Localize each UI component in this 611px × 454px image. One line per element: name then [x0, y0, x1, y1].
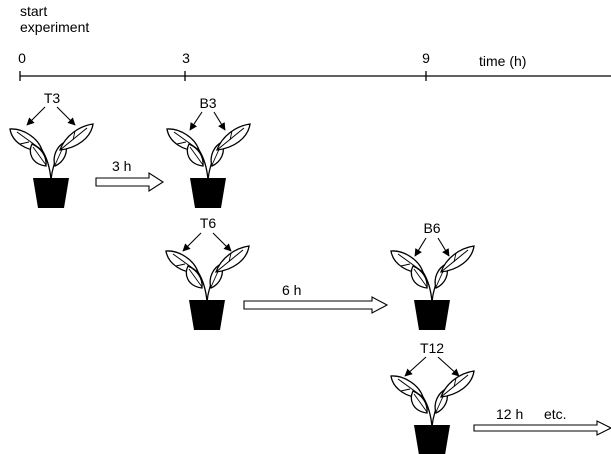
plant-b3	[166, 123, 251, 209]
plant-t12	[390, 370, 475, 454]
plant-label-t6: T6	[199, 215, 217, 231]
interval-label-etc: etc.	[544, 406, 567, 422]
time-axis-label: time (h)	[479, 53, 527, 69]
experiment-label: experiment	[20, 19, 90, 35]
plant-label-t3: T3	[43, 90, 61, 106]
interval-arrow-3h	[95, 171, 165, 193]
plant-label-b3: B3	[199, 95, 217, 111]
plant-b6	[390, 245, 475, 331]
interval-arrow-6h	[243, 296, 389, 314]
interval-arrow-12h	[473, 420, 611, 436]
tick-label-9: 9	[422, 50, 430, 66]
plant-t6	[165, 245, 250, 331]
tick-label-3: 3	[182, 50, 190, 66]
interval-label-3h: 3 h	[112, 158, 132, 174]
time-axis	[19, 71, 611, 81]
interval-label-6h: 6 h	[282, 282, 302, 298]
tick-label-0: 0	[18, 50, 26, 66]
interval-label-12h: 12 h	[496, 406, 524, 422]
plant-label-t12: T12	[419, 340, 445, 356]
plant-label-b6: B6	[423, 220, 441, 236]
start-label: start	[20, 3, 48, 19]
plant-t3	[9, 123, 94, 209]
label-arrows	[26, 106, 460, 377]
